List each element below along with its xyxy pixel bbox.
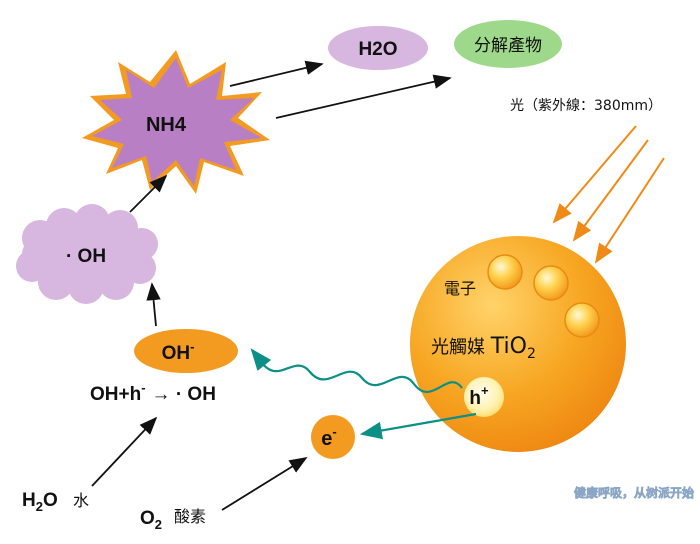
oxygen-cn-label: 酸素 — [174, 507, 206, 526]
electron-base: e — [321, 428, 332, 450]
oh-minus-ellipse — [134, 329, 238, 373]
oxygen-sub: 2 — [155, 517, 162, 532]
oxygen-label: O2 — [140, 508, 162, 532]
tio2-sphere — [410, 236, 626, 452]
hole-sup: + — [481, 383, 489, 398]
arrow-nh4-to-products — [275, 74, 452, 119]
electron-ball-3 — [564, 302, 600, 338]
arrow-nh4-to-h2o — [229, 60, 324, 87]
light-ray-1 — [552, 125, 637, 224]
oxygen-base: O — [140, 508, 155, 529]
teal-arrow-to-electron — [359, 412, 477, 440]
water-tail: O — [43, 490, 58, 511]
catalyst-sub: 2 — [527, 346, 536, 362]
reaction-sup: - — [141, 380, 145, 395]
hole-circle — [464, 377, 504, 417]
teal-wave-hole-to-ohminus — [250, 348, 463, 393]
electron-free-label: e- — [321, 424, 336, 450]
hole-base: h — [469, 388, 481, 409]
products-label: 分解產物 — [474, 36, 542, 56]
water-label: H2O — [22, 490, 58, 514]
electron-circle — [311, 415, 355, 459]
arrow-oxygen-to-electron — [221, 457, 308, 511]
reaction-equation: OH+h-→ · OH — [90, 380, 216, 405]
watermark-text: 健康呼吸，从树派开始 — [574, 485, 694, 500]
oh-minus-sup: - — [190, 339, 194, 354]
nh4-burst — [82, 50, 270, 194]
electron-ball-2 — [533, 265, 569, 301]
reaction-part-a: OH+h — [90, 384, 141, 405]
light-ray-2 — [572, 139, 649, 242]
water-sub: 2 — [36, 499, 43, 514]
arrow-water-to-reaction — [91, 416, 158, 487]
electron-sup: - — [332, 424, 336, 439]
nh4-burst-inner — [92, 58, 262, 186]
nh4-label: NH4 — [146, 114, 187, 136]
electron-ball-1 — [487, 254, 523, 290]
catalyst-formula: TiO — [490, 334, 527, 359]
products-ellipse — [454, 20, 562, 68]
arrow-ohminus-to-ohradical — [146, 282, 161, 327]
oh-radical-cloud — [16, 204, 158, 304]
arrow-ohradical-to-nh4 — [129, 174, 168, 213]
oh-minus-base: OH — [162, 343, 191, 364]
electron-label: 電子 — [444, 279, 476, 298]
catalyst-cn: 光觸媒 — [431, 337, 491, 358]
water-cn-label: 水 — [73, 491, 89, 510]
h2o-label: H2O — [358, 39, 397, 60]
hole-label: h+ — [469, 383, 489, 409]
h2o-ellipse — [328, 26, 428, 70]
light-label: 光（紫外線：380mm） — [510, 98, 662, 114]
water-base: H — [22, 490, 36, 511]
catalyst-label: 光觸媒 TiO2 — [431, 334, 536, 362]
reaction-part-b: → · OH — [152, 384, 216, 405]
oh-minus-label: OH- — [162, 339, 195, 364]
light-ray-3 — [594, 157, 665, 264]
oh-radical-label: · OH — [66, 246, 106, 267]
